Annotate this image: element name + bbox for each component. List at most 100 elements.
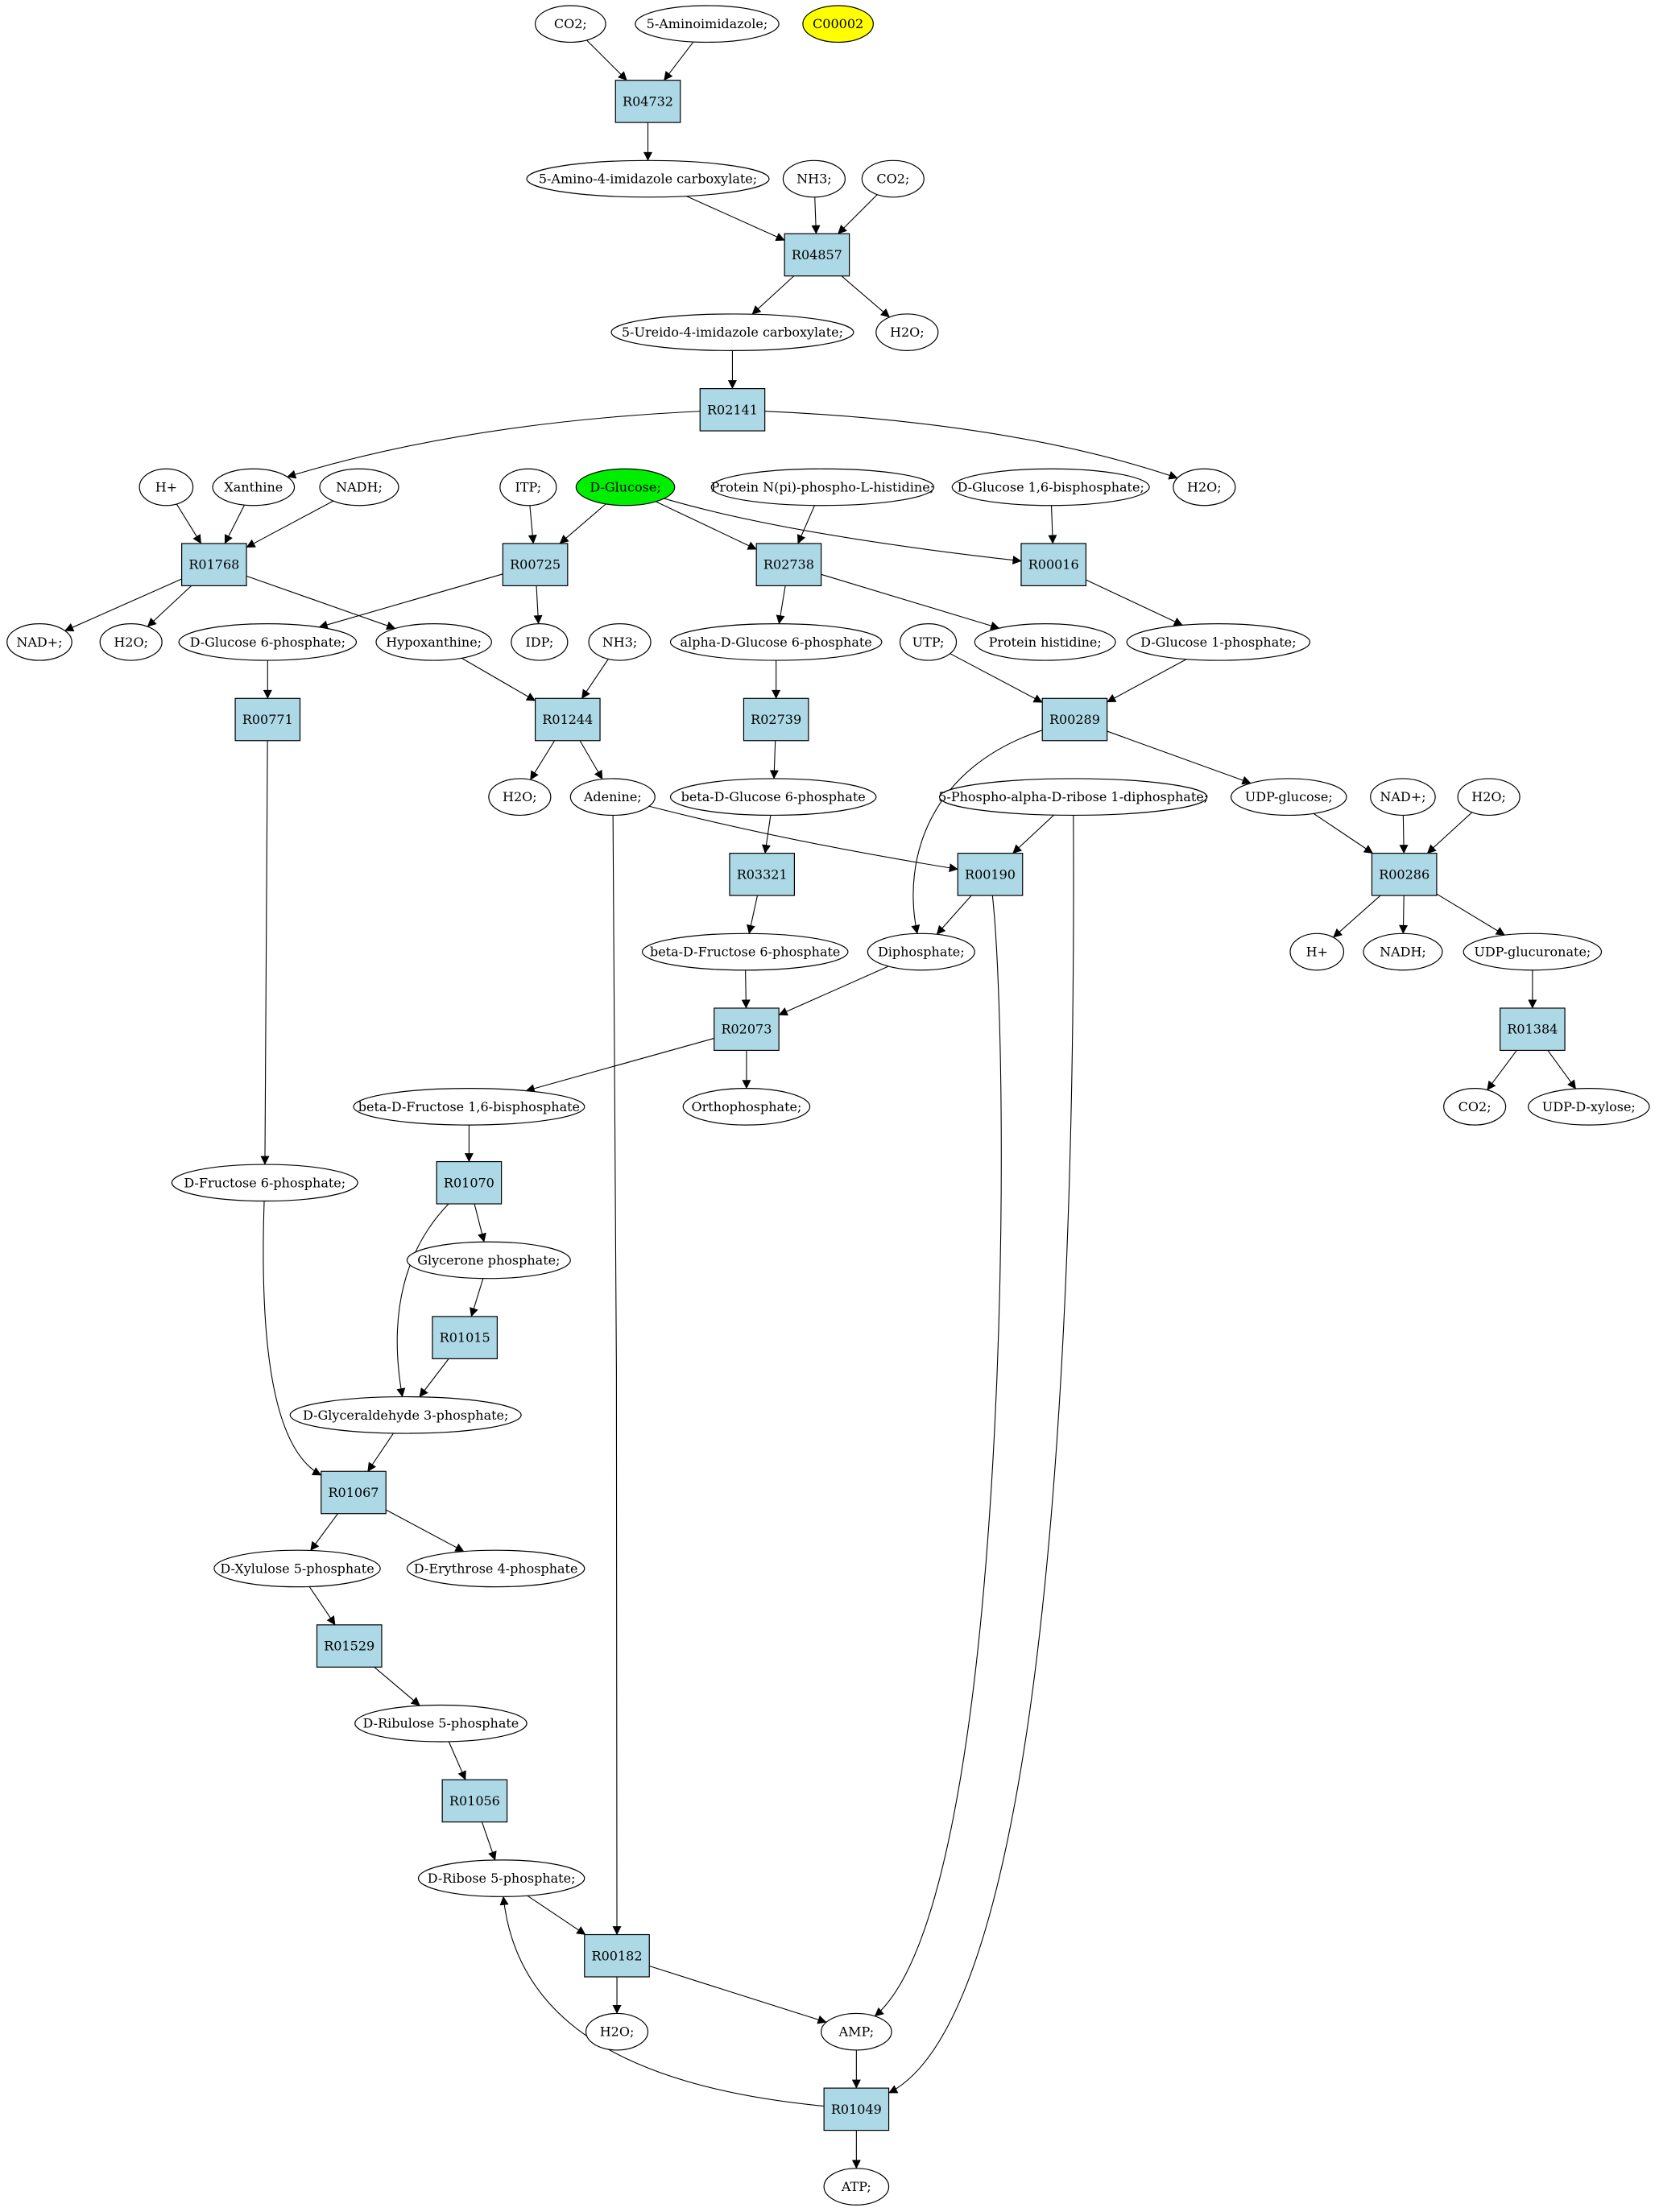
edge-xanthine-to-r01768 [224, 504, 246, 544]
reaction-node-r01384[interactable]: R01384 [1500, 1007, 1566, 1052]
reaction-node-r04857[interactable]: R04857 [784, 233, 850, 277]
compound-node-adenine[interactable]: Adenine; [569, 778, 656, 817]
compound-node-udp-glucuronate[interactable]: UDP-glucuronate; [1463, 932, 1603, 971]
compound-node-alpha-d-glucose-6-phosphate[interactable]: alpha-D-Glucose 6-phosphate [669, 623, 883, 661]
edge-r01070-to-d-glyceraldehyde-3-phosphate [396, 1203, 449, 1398]
compound-node-glycerone-phosphate[interactable]: Glycerone phosphate; [406, 1241, 571, 1280]
reaction-node-r01015[interactable]: R01015 [432, 1316, 498, 1359]
compound-node-h2o-r04857[interactable]: H2O; [875, 313, 939, 351]
reaction-node-r00286[interactable]: R00286 [1371, 853, 1438, 896]
node-label: R01384 [1507, 1022, 1558, 1037]
compound-node-h2o-bottom[interactable]: H2O; [585, 2012, 649, 2051]
compound-node-d-glyceraldehyde-3-phosphate[interactable]: D-Glyceraldehyde 3-phosphate; [289, 1395, 522, 1434]
node-label: R00182 [592, 1948, 643, 1963]
compound-node-nh3-top[interactable]: NH3; [782, 159, 846, 198]
compound-node-nad-plus-right[interactable]: NAD+; [1370, 778, 1436, 817]
edge-r01015-to-d-glyceraldehyde-3-phosphate [419, 1358, 449, 1398]
compound-ellipse [406, 1241, 571, 1280]
compound-node-udp-d-xylose[interactable]: UDP-D-xylose; [1527, 1088, 1650, 1126]
reaction-node-r00771[interactable]: R00771 [234, 697, 301, 742]
reaction-node-r04732[interactable]: R04732 [614, 80, 681, 123]
node-label: CO2; [876, 172, 909, 187]
compound-node-protein-histidine[interactable]: Protein histidine; [974, 623, 1116, 661]
compound-node-h2o-r02141[interactable]: H2O; [1173, 468, 1236, 506]
compound-node-diphosphate[interactable]: Diphosphate; [867, 932, 975, 971]
compound-node-nadh-right[interactable]: NADH; [1363, 932, 1443, 971]
compound-node-atp[interactable]: ATP; [823, 2168, 890, 2206]
compound-ellipse [569, 778, 656, 817]
compound-node-d-glucose-1-phosphate[interactable]: D-Glucose 1-phosphate; [1126, 623, 1311, 661]
node-label: R01070 [444, 1175, 494, 1190]
node-label: H2O; [600, 2024, 635, 2040]
reaction-node-r01067[interactable]: R01067 [321, 1470, 387, 1515]
compound-ellipse [782, 159, 846, 198]
compound-ellipse [406, 1549, 585, 1588]
reaction-node-r01049[interactable]: R01049 [823, 2087, 890, 2131]
compound-node-prpp[interactable]: 5-Phospho-alpha-D-ribose 1-diphosphate; [938, 778, 1208, 817]
compound-node-xanthine[interactable]: Xanthine [212, 468, 296, 506]
compound-node-d-glucose-16-bisphosphate[interactable]: D-Glucose 1,6-bisphosphate; [951, 468, 1150, 506]
compound-node-amino-imidazole-carboxylate[interactable]: 5-Amino-4-imidazole carboxylate; [526, 159, 770, 198]
compound-ellipse [139, 468, 194, 506]
reaction-node-r03321[interactable]: R03321 [729, 853, 795, 896]
reaction-node-r00725[interactable]: R00725 [502, 543, 569, 587]
node-label: R03321 [737, 866, 788, 882]
reaction-node-r02073[interactable]: R02073 [714, 1007, 780, 1052]
compound-node-beta-d-fructose-6-phosphate[interactable]: beta-D-Fructose 6-phosphate [641, 932, 849, 971]
compound-node-h2o-r01244[interactable]: H2O; [488, 778, 552, 817]
compound-node-nh3-mid[interactable]: NH3; [588, 623, 652, 661]
compound-node-protein-npi-phospho-histidine[interactable]: Protein N(pi)-phospho-L-histidine; [710, 468, 935, 506]
reaction-node-r00016[interactable]: R00016 [1020, 543, 1087, 587]
reaction-node-r01529[interactable]: R01529 [316, 1624, 383, 1668]
compound-node-beta-d-glucose-6-phosphate[interactable]: beta-D-Glucose 6-phosphate [669, 778, 877, 817]
compound-node-co2-right[interactable]: CO2; [1443, 1088, 1507, 1126]
compound-node-co2-top[interactable]: CO2; [534, 5, 606, 43]
reaction-node-r02739[interactable]: R02739 [743, 697, 809, 742]
node-label: D-Fructose 6-phosphate; [184, 1175, 345, 1190]
compound-node-h2o-right[interactable]: H2O; [1457, 778, 1521, 817]
compound-node-aminoimidazole[interactable]: 5-Aminoimidazole; [635, 5, 780, 43]
node-label: R00286 [1379, 866, 1430, 882]
reaction-node-r01244[interactable]: R01244 [534, 697, 601, 742]
compound-node-d-xylulose-5-phosphate[interactable]: D-Xylulose 5-phosphate [213, 1549, 381, 1588]
compound-node-d-ribose-5-phosphate[interactable]: D-Ribose 5-phosphate; [417, 1859, 585, 1897]
compound-node-h2o-r01768[interactable]: H2O; [99, 623, 163, 661]
compound-node-hypoxanthine[interactable]: Hypoxanthine; [375, 623, 492, 661]
reaction-node-r00182[interactable]: R00182 [584, 1933, 650, 1978]
compound-node-d-ribulose-5-phosphate[interactable]: D-Ribulose 5-phosphate [354, 1704, 528, 1743]
node-label: H2O; [890, 325, 925, 340]
compound-ellipse [610, 313, 854, 351]
compound-node-idp[interactable]: IDP; [511, 623, 569, 661]
compound-node-co2-mid[interactable]: CO2; [861, 159, 925, 198]
compound-node-d-fructose-6-phosphate[interactable]: D-Fructose 6-phosphate; [171, 1164, 358, 1202]
compound-node-d-erythrose-4-phosphate[interactable]: D-Erythrose 4-phosphate [406, 1549, 585, 1588]
compound-node-amp[interactable]: AMP; [821, 2012, 892, 2051]
reaction-node-r02738[interactable]: R02738 [755, 543, 822, 587]
compound-ellipse [1363, 932, 1443, 971]
compound-node-h-plus-top[interactable]: H+ [139, 468, 194, 506]
compound-node-nad-plus-left[interactable]: NAD+; [6, 623, 72, 661]
node-label: UDP-D-xylose; [1542, 1099, 1636, 1114]
reaction-node-r01056[interactable]: R01056 [441, 1779, 508, 1823]
compound-node-d-glucose[interactable]: D-Glucose; [575, 468, 676, 506]
reaction-node-r02141[interactable]: R02141 [699, 388, 766, 432]
compound-node-orthophosphate[interactable]: Orthophosphate; [682, 1088, 811, 1126]
compound-node-ureido-imidazole-carboxylate[interactable]: 5-Ureido-4-imidazole carboxylate; [610, 313, 854, 351]
compound-node-d-glucose-6-phosphate[interactable]: D-Glucose 6-phosphate; [178, 623, 358, 661]
reaction-node-r00190[interactable]: R00190 [957, 853, 1024, 896]
reaction-node-r01070[interactable]: R01070 [436, 1160, 503, 1205]
compound-node-itp[interactable]: ITP; [499, 468, 557, 506]
compound-node-h-plus-right[interactable]: H+ [1289, 932, 1345, 971]
edge-d-glucose-to-r00725 [559, 503, 606, 544]
reaction-node-r00289[interactable]: R00289 [1041, 697, 1108, 742]
compound-ellipse [526, 159, 770, 198]
compound-node-udp-glucose[interactable]: UDP-glucose; [1230, 778, 1347, 817]
reaction-node-r01768[interactable]: R01768 [181, 543, 247, 587]
compound-ellipse [1173, 468, 1236, 506]
node-label: H2O; [1187, 480, 1222, 495]
compound-node-utp[interactable]: UTP; [899, 623, 958, 661]
compound-node-beta-d-fructose-16-bisphosphate[interactable]: beta-D-Fructose 1,6-bisphosphate [353, 1088, 585, 1126]
compound-node-nadh-top[interactable]: NADH; [319, 468, 399, 506]
edge-d-glucose-to-r00016 [664, 498, 1022, 564]
compound-node-c00002[interactable]: C00002 [802, 5, 874, 43]
